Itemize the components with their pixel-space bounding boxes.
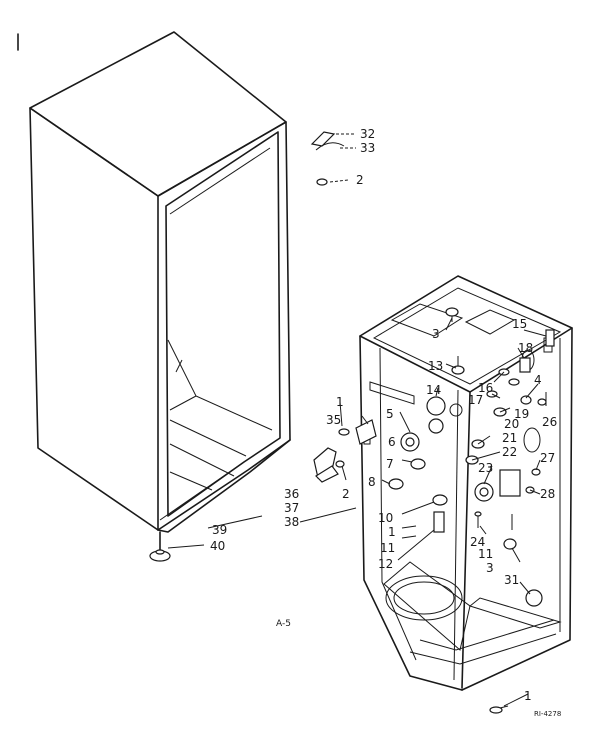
part-label-40: 40 (210, 539, 225, 553)
part-label-3: 3 (432, 327, 440, 341)
part-label-28: 28 (540, 487, 555, 501)
part-label-14: 14 (426, 383, 441, 397)
part-label-31: 31 (504, 573, 519, 587)
inner-liner (359, 275, 573, 691)
part-label-22: 22 (502, 445, 517, 459)
part-label-1c: 1 (524, 689, 532, 703)
part-label-11b: 11 (478, 547, 493, 561)
part-label-39: 39 (212, 523, 227, 537)
leveling-leg (149, 531, 171, 562)
part-label-16: 16 (478, 381, 493, 395)
part-label-17: 17 (468, 393, 483, 407)
part-label-10: 10 (378, 511, 393, 525)
part-label-13: 13 (428, 359, 443, 373)
part-label-19: 19 (514, 407, 529, 421)
part-label-11: 11 (380, 541, 395, 555)
part-label-35: 35 (326, 413, 341, 427)
part-label-27: 27 (540, 451, 555, 465)
leader-lines (167, 317, 547, 707)
part-label-24: 24 (470, 535, 485, 549)
top-hinge-parts (310, 131, 356, 186)
part-label-32: 32 (360, 127, 375, 141)
part-label-5: 5 (386, 407, 394, 421)
part-label-33: 33 (360, 141, 375, 155)
part-label-20: 20 (504, 417, 519, 431)
part-label-3b: 3 (486, 561, 494, 575)
drawing-number: RI-4278 (534, 710, 561, 718)
figure-caption: A-5 (276, 619, 291, 629)
part-label-18: 18 (518, 341, 533, 355)
part-number-labels: 32 33 2 15 3 13 18 16 4 14 17 1 26 19 35… (210, 127, 561, 718)
part-label-8: 8 (368, 475, 376, 489)
liner-parts (355, 307, 555, 714)
outer-cabinet (29, 31, 291, 533)
part-label-7: 7 (386, 457, 394, 471)
part-label-15: 15 (512, 317, 527, 331)
part-label-37: 37 (284, 501, 299, 515)
part-label-4: 4 (534, 373, 542, 387)
part-label-2b: 2 (342, 487, 350, 501)
part-label-26: 26 (542, 415, 557, 429)
part-label-12: 12 (378, 557, 393, 571)
part-label-36: 36 (284, 487, 299, 501)
hinge-assembly (313, 428, 350, 483)
part-label-38: 38 (284, 515, 299, 529)
part-label-2: 2 (356, 173, 364, 187)
part-label-21: 21 (502, 431, 517, 445)
part-label-1b: 1 (388, 525, 396, 539)
part-label-23: 23 (478, 461, 493, 475)
part-label-1: 1 (336, 395, 344, 409)
part-label-6: 6 (388, 435, 396, 449)
